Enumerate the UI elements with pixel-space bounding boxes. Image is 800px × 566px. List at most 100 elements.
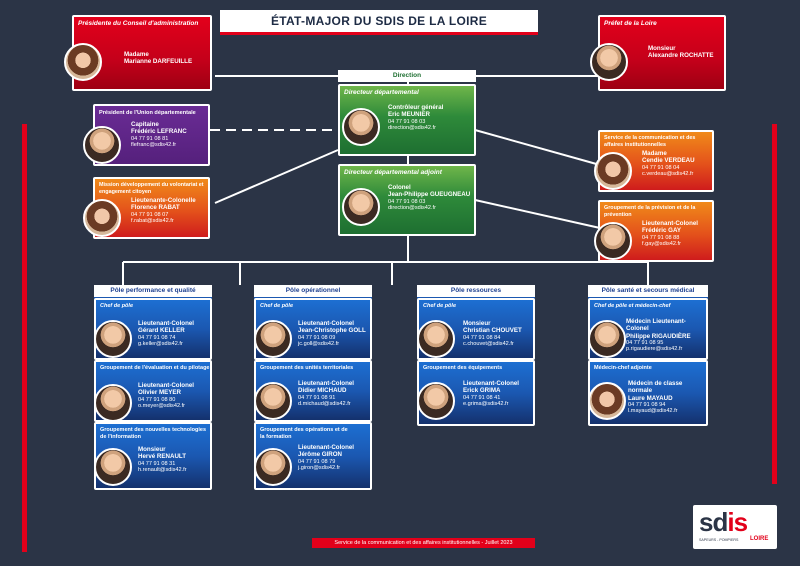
group-header: Chef de pôle bbox=[100, 303, 134, 309]
person-email: f.gay@sdis42.fr bbox=[642, 241, 681, 248]
card-prevision: Groupement de la prévision et de la prév… bbox=[594, 200, 714, 262]
group-header: Chef de pôle bbox=[260, 303, 294, 309]
group-header: Groupement des nouvelles technologies de… bbox=[100, 427, 207, 440]
portrait-photo bbox=[588, 320, 626, 358]
card-volunteer-mission: Mission développement du volontariat et … bbox=[83, 177, 210, 239]
person-rank: Colonel bbox=[388, 184, 411, 191]
card-header: Mission développement du volontariat et … bbox=[99, 182, 204, 195]
group-header: Chef de pôle bbox=[423, 303, 457, 309]
portrait-photo bbox=[342, 188, 380, 226]
person-phone: 04 77 91 08 94 bbox=[628, 401, 666, 408]
person-phone: 04 77 91 08 80 bbox=[138, 396, 176, 403]
person-name: Marianne DARFEUILLE bbox=[124, 58, 193, 66]
portrait-photo bbox=[254, 382, 292, 420]
person-email: direction@sdis42.fr bbox=[388, 205, 436, 212]
portrait-photo bbox=[64, 43, 102, 81]
person-email: o.meyer@sdis42.fr bbox=[138, 403, 186, 410]
person-email: jc.goll@sdis42.fr bbox=[298, 341, 340, 348]
pole-operationnel-group-1: Chef de pôle Lieutenant-Colonel Jean-Chr… bbox=[254, 298, 372, 360]
person-phone: 04 77 91 08 04 bbox=[642, 164, 680, 171]
person-info: Médecin Lieutenant-Colonel Philippe RIGA… bbox=[626, 318, 706, 353]
person-rank: Capitaine bbox=[131, 121, 159, 128]
logo-tagline: SAPEURS - POMPIERS bbox=[699, 538, 739, 542]
card-president: Présidente du Conseil d'administration M… bbox=[64, 15, 212, 91]
pole-ressources-group-1: Chef de pôle Monsieur Christian CHOUVET … bbox=[417, 298, 535, 360]
portrait-photo bbox=[588, 382, 626, 420]
person-name: Didier MICHAUD bbox=[298, 387, 347, 395]
person-name: Hervé RENAULT bbox=[138, 453, 187, 461]
sdis-logo: sdis SAPEURS - POMPIERS LOIRE bbox=[693, 505, 777, 549]
person-rank: Médecin Lieutenant-Colonel bbox=[626, 318, 686, 333]
person-info: Lieutenant-Colonel Olivier MEYER 04 77 9… bbox=[138, 382, 194, 410]
portrait-photo bbox=[254, 448, 292, 486]
pole-performance-group-2: Groupement de l'évaluation et du pilotag… bbox=[94, 360, 212, 422]
page-title: ÉTAT-MAJOR DU SDIS DE LA LOIRE bbox=[220, 10, 538, 35]
person-phone: 04 77 91 08 74 bbox=[138, 334, 176, 341]
person-name: Gérard KELLER bbox=[138, 327, 185, 335]
person-email: j.giron@sdis42.fr bbox=[298, 465, 341, 472]
portrait-photo bbox=[594, 152, 632, 190]
person-name: Jean-Christophe GOLL bbox=[298, 327, 366, 335]
person-email: c.verdeau@sdis42.fr bbox=[642, 171, 694, 178]
person-name: Florence RABAT bbox=[131, 204, 180, 212]
card-header: Préfet de la Loire bbox=[604, 20, 657, 27]
person-phone: 04 77 91 08 07 bbox=[131, 211, 169, 218]
person-rank: Lieutenant-Colonel bbox=[298, 380, 355, 387]
person-phone: 04 77 91 08 09 bbox=[298, 334, 336, 341]
person-email: flefranc@sdis42.fr bbox=[131, 142, 177, 149]
person-name: Frédéric LEFRANC bbox=[131, 128, 187, 136]
person-info: Capitaine Frédéric LEFRANC 04 77 91 08 8… bbox=[131, 121, 187, 149]
card-header: Groupement de la prévision et de la prév… bbox=[604, 205, 696, 218]
person-email: d.michaud@sdis42.fr bbox=[298, 401, 351, 408]
person-name: Christian CHOUVET bbox=[463, 327, 522, 335]
person-name: Jérôme GIRON bbox=[298, 451, 343, 459]
person-phone: 04 77 91 08 41 bbox=[463, 394, 501, 401]
person-phone: 04 77 91 08 81 bbox=[131, 135, 169, 142]
portrait-photo bbox=[83, 199, 121, 237]
person-phone: 04 77 91 08 03 bbox=[388, 198, 426, 205]
person-phone: 04 77 91 08 03 bbox=[388, 118, 426, 125]
pole-operationnel-group-3: Groupement des opérations et de la forma… bbox=[254, 422, 372, 490]
pole-header-operationnel: Pôle opérationnel bbox=[254, 285, 372, 299]
person-info: Contrôleur général Eric MEUNIER 04 77 91… bbox=[388, 104, 443, 132]
logo-wordmark: sdis bbox=[699, 507, 748, 538]
portrait-photo bbox=[94, 320, 132, 358]
person-info: Colonel Jean-Philippe GUEUGNEAU 04 77 91… bbox=[388, 184, 470, 212]
person-phone: 04 77 91 08 91 bbox=[298, 394, 336, 401]
person-name: Laure MAYAUD bbox=[628, 394, 673, 402]
portrait-photo bbox=[94, 448, 132, 486]
group-header: Médecin-chef adjointe bbox=[594, 365, 652, 371]
portrait-photo bbox=[342, 108, 380, 146]
person-email: h.renault@sdis42.fr bbox=[138, 467, 187, 474]
person-name: Philippe RIGAUDIÈRE bbox=[626, 332, 691, 340]
person-phone: 04 77 91 08 79 bbox=[298, 458, 336, 465]
person-rank: Lieutenant-Colonel bbox=[298, 444, 355, 451]
person-rank: Monsieur bbox=[463, 320, 491, 327]
group-header: Groupement de l'évaluation et du pilotag… bbox=[100, 365, 210, 371]
person-info: Lieutenante-Colonelle Florence RABAT 04 … bbox=[131, 197, 196, 225]
pole-header-sante: Pôle santé et secours médical bbox=[588, 285, 708, 299]
person-info: Lieutenant-Colonel Frédéric GAY 04 77 91… bbox=[642, 220, 698, 248]
person-info: Lieutenant-Colonel Didier MICHAUD 04 77 … bbox=[298, 380, 354, 408]
footer-credit: Service de la communication et des affai… bbox=[312, 538, 535, 548]
person-info: Lieutenant-Colonel Jean-Christophe GOLL … bbox=[298, 320, 366, 348]
logo-text-b: is bbox=[727, 507, 748, 537]
pole-operationnel-group-2: Groupement des unités territoriales Lieu… bbox=[254, 360, 372, 422]
card-header: Directeur départemental adjoint bbox=[344, 169, 442, 176]
person-rank: Contrôleur général bbox=[388, 104, 444, 111]
portrait-photo bbox=[94, 384, 132, 422]
pole-header-performance: Pôle performance et qualité bbox=[94, 285, 212, 299]
person-name: Olivier MEYER bbox=[138, 389, 181, 397]
person-name: Cendie VERDEAU bbox=[642, 157, 695, 165]
person-name: Jean-Philippe GUEUGNEAU bbox=[388, 191, 471, 199]
group-header: Groupement des opérations et de la forma… bbox=[260, 427, 348, 440]
group-header: Groupement des équipements bbox=[423, 365, 503, 371]
person-phone: 04 77 91 08 95 bbox=[626, 339, 664, 346]
card-header: Présidente du Conseil d'administration bbox=[78, 20, 199, 27]
person-info: Monsieur Alexandre ROCHATTE bbox=[648, 45, 714, 60]
portrait-photo bbox=[417, 320, 455, 358]
person-rank: Lieutenant-Colonel bbox=[642, 220, 699, 227]
person-info: Monsieur Hervé RENAULT 04 77 91 08 31 h.… bbox=[138, 446, 187, 474]
person-info: Lieutenant-Colonel Erick GRIMA 04 77 91 … bbox=[463, 380, 519, 408]
person-rank: Lieutenant-Colonel bbox=[138, 382, 195, 389]
